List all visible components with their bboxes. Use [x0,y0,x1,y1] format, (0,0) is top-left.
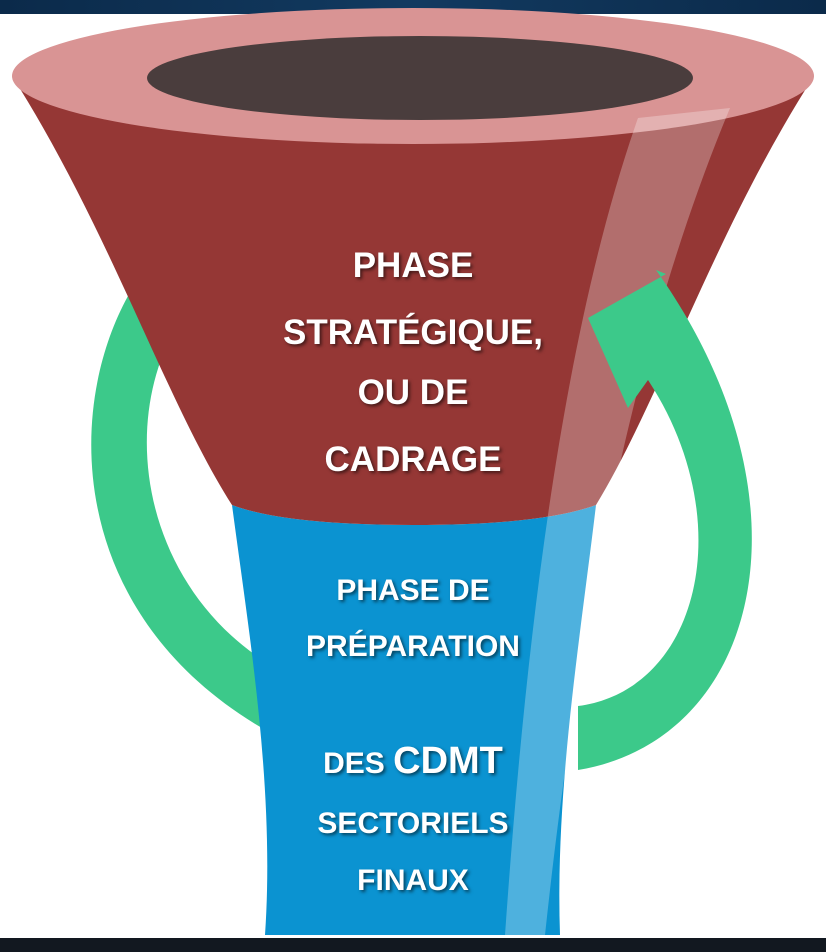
bottom-phase-prefix: DES [323,747,385,780]
top-phase-line-1: PHASE [352,246,474,285]
funnel-upper-section [12,76,814,525]
bottom-phase-cdmt: CDMT [393,740,503,782]
funnel-lower-section [232,505,596,935]
funnel-opening [147,36,693,120]
bottom-phase-line-1: DES CDMT [0,742,826,780]
bottom-phase-line-3: FINAUX [357,864,469,897]
middle-phase-line-1: PHASE DE [336,574,490,607]
middle-phase-line-2: PRÉPARATION [306,630,520,663]
top-phase-line-2: STRATÉGIQUE, [283,313,543,352]
top-frame-strip [0,0,826,14]
top-phase-line-4: CADRAGE [324,440,502,479]
funnel-highlight [505,108,730,935]
top-phase-line-3: OU DE [357,373,469,412]
bottom-frame-strip [0,938,826,952]
right-cycle-arrow [578,270,752,770]
bottom-phase-line-2: SECTORIELS [317,807,509,840]
